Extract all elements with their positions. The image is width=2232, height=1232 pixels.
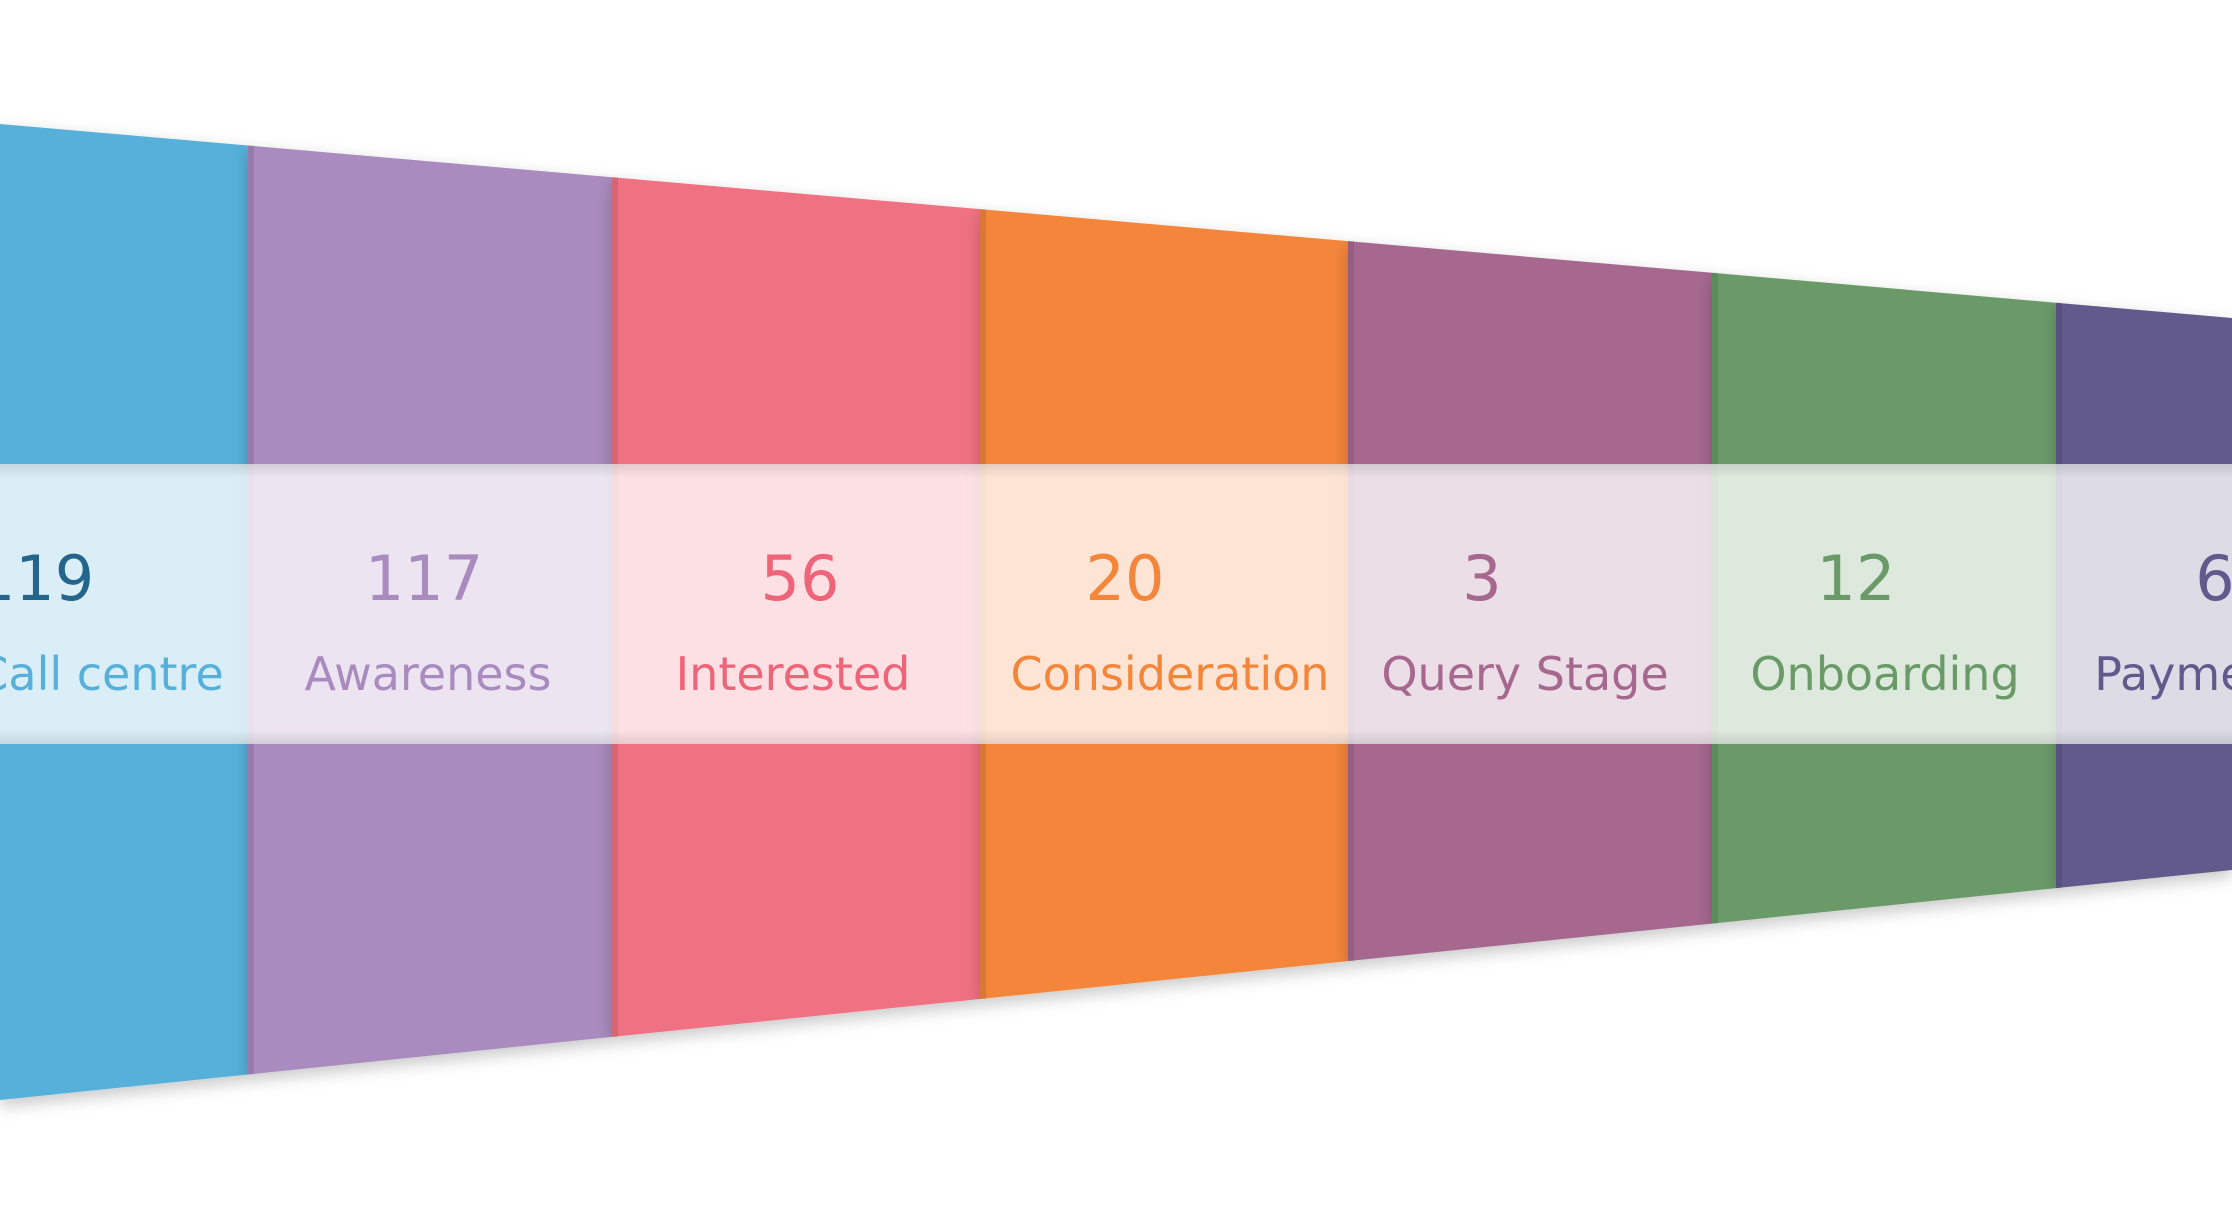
stage-value-payment: 6 [2195, 542, 2232, 615]
stage-value-call-centre: 119 [0, 542, 94, 615]
stage-label-call-centre: Call centre [0, 647, 224, 701]
stage-label-query-stage: Query Stage [1381, 647, 1668, 701]
stage-label-awareness: Awareness [304, 647, 551, 701]
stage-label-consideration: Consideration [1011, 647, 1330, 701]
label-band-shade [980, 464, 1348, 744]
stage-label-onboarding: Onboarding [1750, 647, 2019, 701]
label-band-shade [2056, 464, 2232, 744]
label-band-layer [0, 464, 2232, 744]
stage-label-interested: Interested [676, 647, 911, 701]
stage-value-onboarding: 12 [1817, 542, 1896, 615]
label-band-shade [612, 464, 980, 744]
label-band-shade [248, 464, 612, 744]
stage-value-awareness: 117 [365, 542, 483, 615]
label-band-shade [0, 464, 248, 744]
label-band-shade [1348, 464, 1712, 744]
stage-value-interested: 56 [761, 542, 840, 615]
stage-value-query-stage: 3 [1462, 542, 1501, 615]
label-band-shade [1712, 464, 2056, 744]
stage-label-payment: Payment [2094, 647, 2232, 701]
stage-value-consideration: 20 [1086, 542, 1165, 615]
